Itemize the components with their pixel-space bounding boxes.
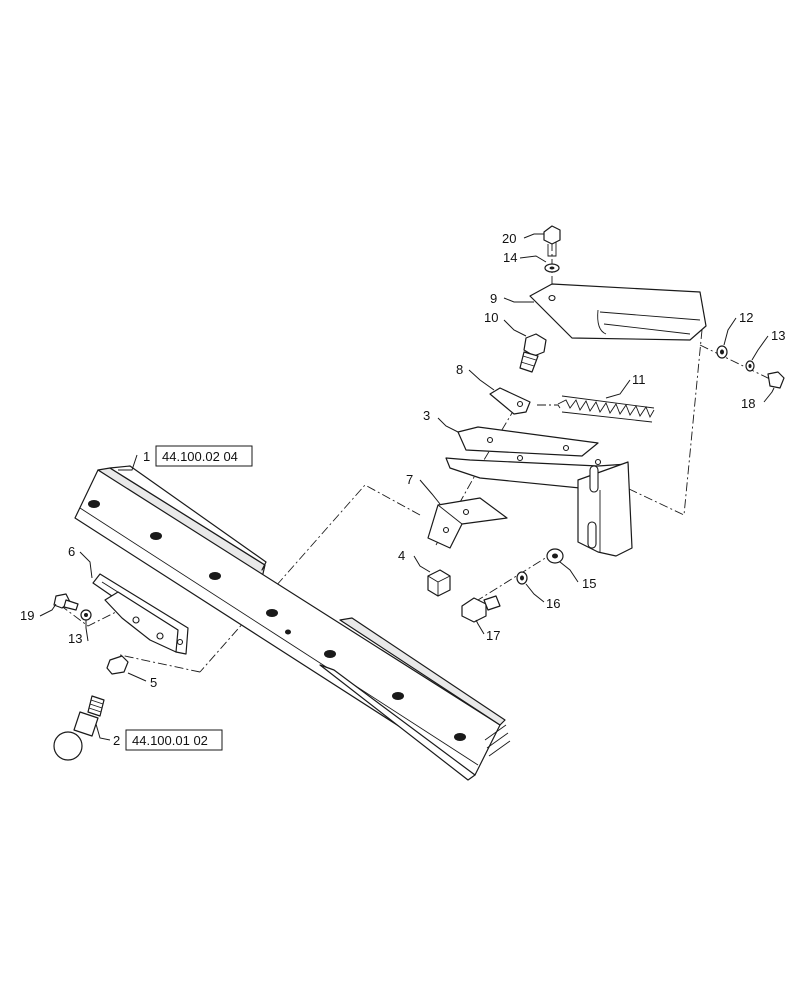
part-17-bolt <box>461 595 501 623</box>
callout-labels: 1 44.100.02 04 2 44.100.01 02 3 4 5 6 7 … <box>20 231 785 751</box>
callout-15-number: 15 <box>582 576 596 591</box>
callout-20-number: 20 <box>502 231 516 246</box>
part-11-spring <box>557 395 655 423</box>
part-2-knob-bolt <box>53 695 105 761</box>
callout-13-number-right: 13 <box>771 328 785 343</box>
callout-6-number: 6 <box>68 544 75 559</box>
callout-12-number: 12 <box>739 310 753 325</box>
callout-leaders <box>39 233 775 741</box>
callout-16-number: 16 <box>546 596 560 611</box>
part-3-mount-bracket <box>445 426 633 557</box>
callout-8-number: 8 <box>456 362 463 377</box>
part-13-lock-washer-right <box>745 360 755 372</box>
callout-9-number: 9 <box>490 291 497 306</box>
part-6-handle-bracket <box>92 573 189 655</box>
part-9-top-plate <box>529 283 707 341</box>
callout-3-number: 3 <box>423 408 430 423</box>
part-15-washer <box>546 548 564 564</box>
part-20-bolt <box>543 225 561 257</box>
callout-5-number: 5 <box>150 675 157 690</box>
part-13-lock-washer-left <box>80 609 92 621</box>
part-16-lock-washer <box>516 571 528 585</box>
callout-2-number: 2 <box>113 733 120 748</box>
callout-1-ref-box <box>155 445 253 467</box>
part-19-bolt <box>53 593 79 611</box>
callout-4-number: 4 <box>398 548 405 563</box>
callout-18-number: 18 <box>741 396 755 411</box>
part-8-latch <box>489 387 531 415</box>
callout-2-ref: 44.100.01 02 <box>132 733 208 748</box>
part-7-bracket <box>427 497 508 549</box>
part-10-pin <box>519 333 547 373</box>
callout-17-number: 17 <box>486 628 500 643</box>
part-5-nut <box>106 655 129 675</box>
callout-7-number: 7 <box>406 472 413 487</box>
callout-14-number: 14 <box>503 250 517 265</box>
callout-10-number: 10 <box>484 310 498 325</box>
callout-1-number: 1 <box>143 449 150 464</box>
callout-13-number-left: 13 <box>68 631 82 646</box>
part-1-main-rail <box>74 465 511 781</box>
part-4-nut <box>427 569 451 597</box>
callout-1-ref: 44.100.02 04 <box>162 449 238 464</box>
callout-2-ref-box <box>125 729 223 751</box>
callout-11-number: 11 <box>632 372 646 387</box>
part-12-washer <box>716 345 728 359</box>
part-14-washer <box>544 263 560 273</box>
part-18-bolt <box>767 371 785 389</box>
callout-19-number: 19 <box>20 608 34 623</box>
